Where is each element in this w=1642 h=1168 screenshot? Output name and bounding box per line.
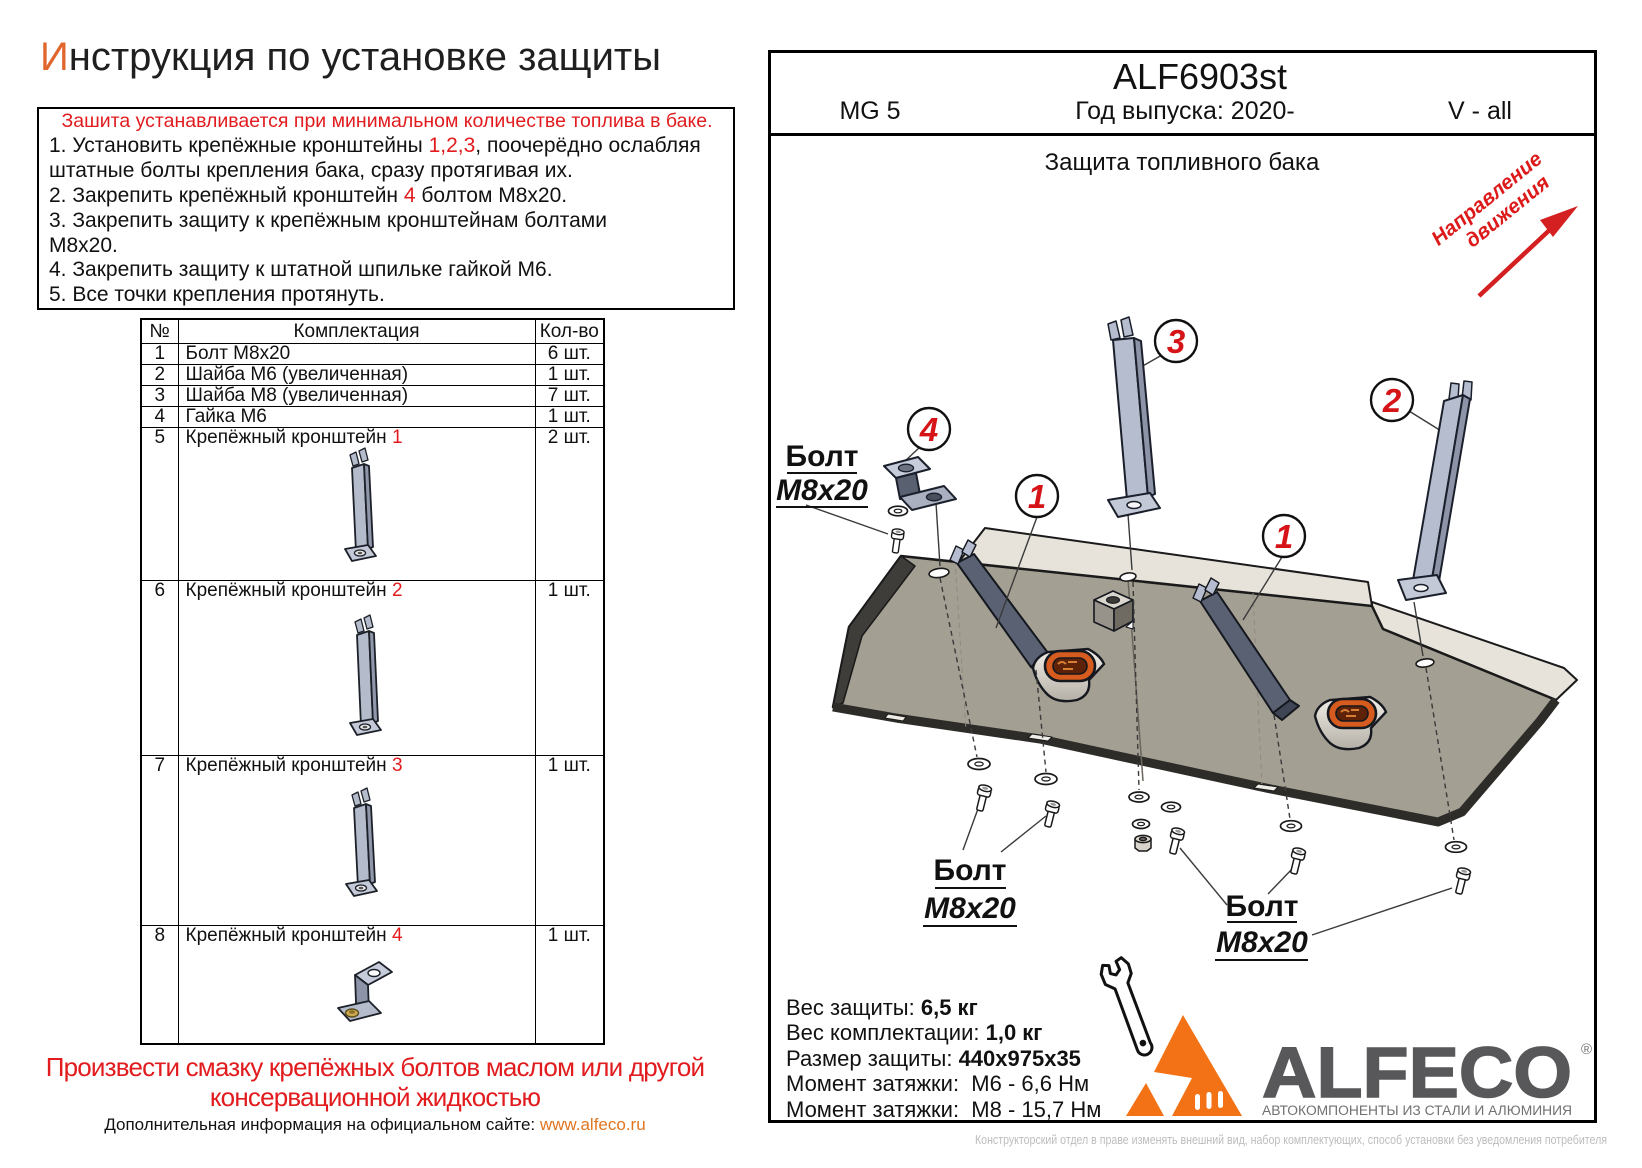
svg-text:М8х20: М8х20 xyxy=(924,892,1016,925)
svg-text:АВТОКОМПОНЕНТЫ ИЗ СТАЛИ И АЛЮМ: АВТОКОМПОНЕНТЫ ИЗ СТАЛИ И АЛЮМИНИЯ xyxy=(1262,1103,1572,1118)
svg-text:Болт: Болт xyxy=(934,854,1007,887)
svg-text:1: 1 xyxy=(1028,478,1046,515)
svg-text:Конструкторский отдел в праве: Конструкторский отдел в праве изменять в… xyxy=(975,1132,1607,1147)
svg-text:4: 4 xyxy=(919,411,938,448)
svg-text:М8х20: М8х20 xyxy=(1216,926,1308,959)
svg-text:М8х20: М8х20 xyxy=(776,474,868,507)
svg-text:®: ® xyxy=(1581,1041,1592,1058)
svg-text:ALFECO: ALFECO xyxy=(1262,1034,1572,1113)
svg-text:Болт: Болт xyxy=(786,440,859,473)
svg-text:2: 2 xyxy=(1382,382,1402,419)
svg-text:3: 3 xyxy=(1167,323,1185,360)
svg-text:1: 1 xyxy=(1275,518,1293,555)
svg-text:Болт: Болт xyxy=(1226,890,1299,923)
